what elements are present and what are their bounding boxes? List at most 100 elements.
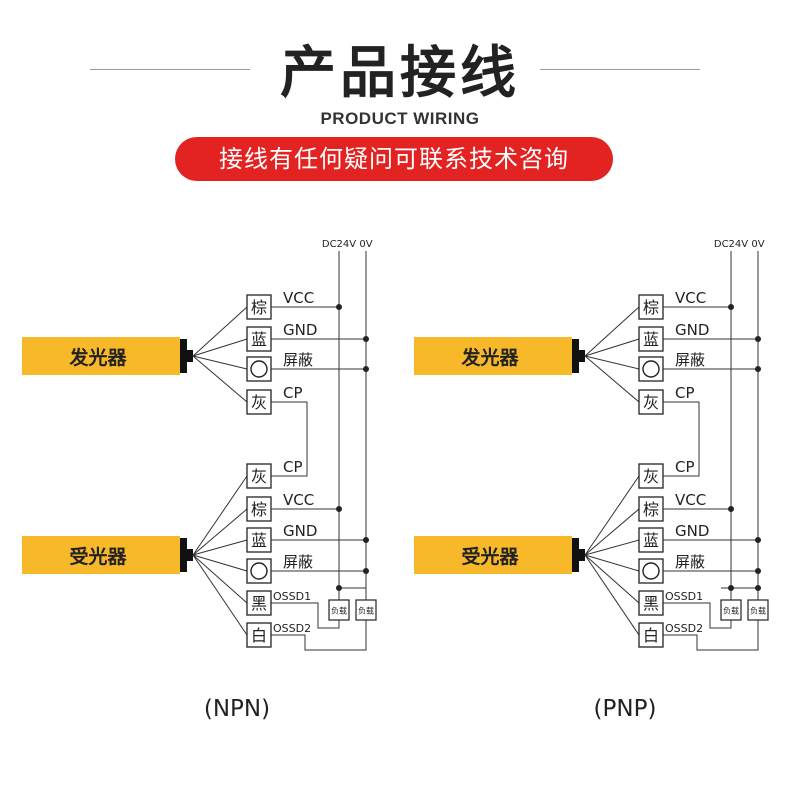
junction-dot <box>755 366 761 372</box>
junction-dot <box>363 568 369 574</box>
receiver-fan-wire <box>192 554 248 572</box>
receiver-fan-wire <box>192 539 248 556</box>
emitter-wire-color: 蓝 <box>643 330 659 349</box>
receiver-wire-color: 白 <box>643 626 659 645</box>
emitter-wire-signal: 屏蔽 <box>675 351 705 369</box>
load-label: 负载 <box>358 606 374 616</box>
receiver-wire-signal: CP <box>675 458 695 476</box>
receiver-terminal-box <box>246 527 272 553</box>
shield-icon <box>642 562 660 580</box>
junction-dot <box>755 336 761 342</box>
receiver-wire-color: 灰 <box>251 467 267 486</box>
emitter-plug <box>579 350 585 362</box>
receiver-terminal-box <box>246 622 272 648</box>
emitter-fan-wire <box>584 355 640 403</box>
junction-dot <box>363 336 369 342</box>
dc24v-label: DC24V <box>714 239 748 250</box>
receiver-terminal-box <box>246 496 272 522</box>
emitter-wire-color: 灰 <box>251 393 267 412</box>
receiver-bar <box>22 536 180 574</box>
junction-dot <box>363 366 369 372</box>
receiver-wire-color: 蓝 <box>643 531 659 550</box>
receiver-wire-color: 灰 <box>643 467 659 486</box>
receiver-wire-signal: 屏蔽 <box>283 553 313 571</box>
receiver-name: 受光器 <box>461 545 519 568</box>
emitter-wire-color: 蓝 <box>251 330 267 349</box>
junction-dot <box>728 585 734 591</box>
shield-icon <box>250 360 268 378</box>
emitter-terminal-box <box>638 294 664 320</box>
junction-dot <box>363 537 369 543</box>
emitter-wire-signal: CP <box>675 384 695 402</box>
emitter-terminal-box <box>638 389 664 415</box>
zero-volt-label: 0V <box>359 239 372 250</box>
junction-dot <box>755 568 761 574</box>
receiver-terminal-box <box>246 590 272 616</box>
emitter-fan-wire <box>584 355 640 370</box>
ossd1-wire <box>271 602 340 629</box>
load-label: 负载 <box>331 606 347 616</box>
shield-icon <box>250 562 268 580</box>
emitter-wire-signal: 屏蔽 <box>283 351 313 369</box>
emitter-terminal-box <box>246 326 272 352</box>
emitter-connector <box>180 339 187 373</box>
receiver-fan-wire <box>192 554 248 604</box>
receiver-bar <box>414 536 572 574</box>
emitter-name: 发光器 <box>460 346 519 369</box>
consult-banner: 接线有任何疑问可联系技术咨询 <box>175 137 613 181</box>
receiver-wire-color: 白 <box>251 626 267 645</box>
receiver-fan-wire <box>192 554 248 636</box>
receiver-fan-wire <box>584 475 640 556</box>
receiver-fan-wire <box>584 508 640 556</box>
emitter-wire-color: 棕 <box>251 298 267 317</box>
receiver-plug <box>187 549 193 561</box>
junction-dot <box>336 506 342 512</box>
receiver-wire-signal: OSSD1 <box>665 590 703 603</box>
receiver-connector <box>572 538 579 572</box>
emitter-bar <box>414 337 572 375</box>
emitter-wire-signal: GND <box>283 321 317 339</box>
receiver-connector <box>180 538 187 572</box>
load-label: 负载 <box>723 606 739 616</box>
receiver-wire-signal: VCC <box>675 491 706 509</box>
receiver-wire-signal: 屏蔽 <box>675 553 705 571</box>
emitter-wire-signal: GND <box>675 321 709 339</box>
junction-dot <box>728 304 734 310</box>
zero-volt-label: 0V <box>751 239 764 250</box>
caption-pnp: (PNP) <box>593 696 657 722</box>
ossd2-wire <box>271 620 367 651</box>
receiver-terminal-box <box>638 463 664 489</box>
ossd1-wire <box>663 602 732 629</box>
title-divider-left <box>90 69 250 70</box>
emitter-fan-wire <box>192 338 248 357</box>
junction-dot <box>755 537 761 543</box>
emitter-connector <box>572 339 579 373</box>
receiver-name: 受光器 <box>69 545 127 568</box>
emitter-fan-wire <box>584 338 640 357</box>
emitter-bar <box>22 337 180 375</box>
emitter-plug <box>187 350 193 362</box>
emitter-fan-wire <box>192 306 248 357</box>
cp-link-wire <box>271 401 308 477</box>
receiver-fan-wire <box>584 554 640 636</box>
receiver-wire-signal: GND <box>675 522 709 540</box>
receiver-wire-signal: OSSD1 <box>273 590 311 603</box>
ossd2-wire <box>663 620 759 651</box>
receiver-wire-color: 棕 <box>251 500 267 519</box>
emitter-terminal-box <box>638 326 664 352</box>
shield-icon <box>642 360 660 378</box>
receiver-wire-signal: VCC <box>283 491 314 509</box>
receiver-plug <box>579 549 585 561</box>
receiver-fan-wire <box>584 554 640 572</box>
junction-dot <box>336 304 342 310</box>
receiver-wire-signal: OSSD2 <box>665 622 703 635</box>
page-title: 产品接线 <box>280 41 520 106</box>
emitter-fan-wire <box>192 355 248 403</box>
emitter-wire-signal: VCC <box>283 289 314 307</box>
receiver-wire-signal: GND <box>283 522 317 540</box>
receiver-wire-color: 棕 <box>643 500 659 519</box>
receiver-terminal-box <box>638 622 664 648</box>
